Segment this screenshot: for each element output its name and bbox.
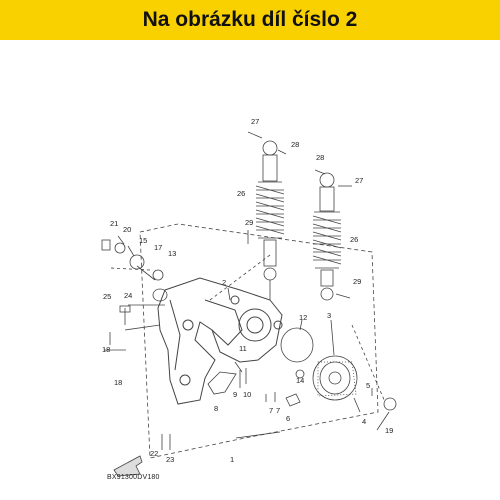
callout-3: 3 — [327, 311, 331, 320]
header-banner: Na obrázku díl číslo 2 — [0, 0, 500, 40]
nut — [101, 239, 111, 251]
callout-14: 14 — [296, 376, 304, 385]
callout-29-left: 29 — [245, 218, 253, 227]
diagram-reference-code: BX91300DV180 — [107, 474, 160, 481]
callout-13: 13 — [168, 249, 176, 258]
callout-27-left: 27 — [251, 117, 259, 126]
callout-26-right: 26 — [350, 235, 358, 244]
callout-20: 20 — [123, 225, 131, 234]
callout-24: 24 — [124, 291, 132, 300]
clutch-assembly — [312, 355, 358, 401]
callout-10: 10 — [243, 390, 251, 399]
callout-11: 11 — [239, 344, 247, 353]
callout-5: 5 — [366, 381, 370, 390]
callout-28-left: 28 — [291, 140, 299, 149]
assembly-outline — [139, 223, 379, 459]
callout-17: 17 — [154, 243, 162, 252]
callout-26-left: 26 — [237, 189, 245, 198]
parts-diagram: 27 28 28 27 26 26 29 29 21 20 15 17 13 2… — [101, 117, 397, 477]
callout-8: 8 — [214, 404, 218, 413]
callout-9: 9 — [233, 390, 237, 399]
callout-15: 15 — [139, 236, 147, 245]
page-title: Na obrázku díl číslo 2 — [142, 8, 358, 31]
shock-absorber-left — [255, 140, 285, 300]
callout-21: 21 — [110, 219, 118, 228]
callout-18-upper: 18 — [102, 345, 110, 354]
callout-27-right: 27 — [355, 176, 363, 185]
callout-12: 12 — [299, 313, 307, 322]
callout-19: 19 — [385, 426, 393, 435]
callout-23: 23 — [166, 455, 174, 464]
callout-25: 25 — [103, 292, 111, 301]
callout-4: 4 — [362, 417, 366, 426]
callout-7-right: 7 — [276, 406, 280, 415]
callout-28-right: 28 — [316, 153, 324, 162]
callout-2: 2 — [222, 278, 226, 287]
gasket — [280, 327, 314, 363]
callout-18-lower: 18 — [114, 378, 122, 387]
callout-6: 6 — [286, 414, 290, 423]
front-arrow-icon — [113, 455, 143, 477]
crankcase-housing — [157, 277, 283, 405]
callout-22: 22 — [150, 449, 158, 458]
callout-29-right: 29 — [353, 277, 361, 286]
callout-1: 1 — [230, 455, 234, 464]
shock-absorber-right — [312, 172, 342, 301]
callout-7-left: 7 — [269, 406, 273, 415]
